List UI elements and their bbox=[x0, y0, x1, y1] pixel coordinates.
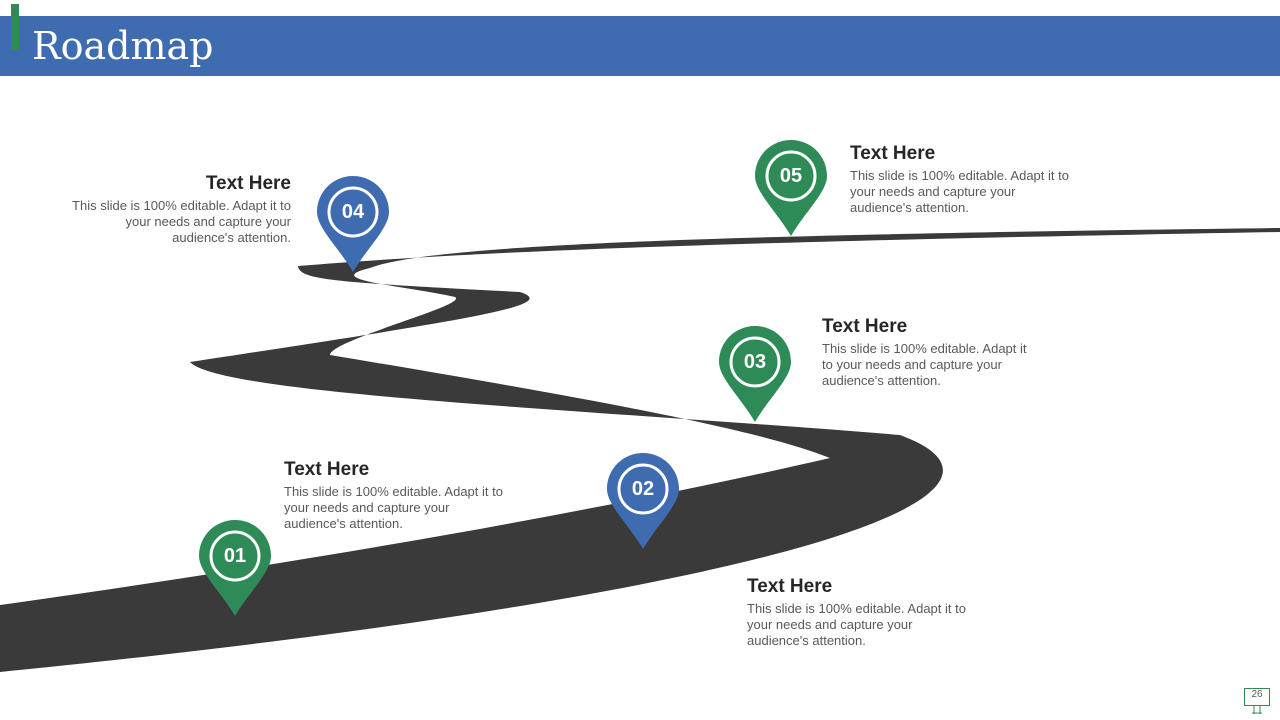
milestone-pin-04[interactable]: 04 bbox=[317, 176, 389, 272]
milestone-number: 02 bbox=[631, 478, 655, 500]
milestone-heading: Text Here bbox=[822, 316, 908, 337]
milestone-label-05: Text Here This slide is 100% editable. A… bbox=[850, 143, 1080, 216]
page-number: 26 bbox=[1251, 689, 1263, 700]
map-pin-icon bbox=[719, 326, 791, 422]
milestone-body: This slide is 100% editable. Adapt it to… bbox=[850, 168, 1069, 215]
milestone-heading: Text Here bbox=[850, 143, 936, 164]
milestone-number: 05 bbox=[779, 165, 803, 187]
milestone-label-04: Text Here This slide is 100% editable. A… bbox=[61, 173, 291, 246]
milestone-heading: Text Here bbox=[205, 173, 291, 194]
milestone-label-01: Text Here This slide is 100% editable. A… bbox=[284, 459, 514, 532]
presentation-board-icon bbox=[1244, 688, 1270, 706]
milestone-body: This slide is 100% editable. Adapt it to… bbox=[284, 484, 503, 531]
milestone-number: 01 bbox=[223, 545, 247, 567]
header-accent-bar bbox=[11, 4, 19, 50]
milestone-pin-01[interactable]: 01 bbox=[199, 520, 271, 616]
milestone-number: 04 bbox=[341, 201, 365, 223]
map-pin-icon bbox=[755, 140, 827, 236]
milestone-pin-05[interactable]: 05 bbox=[755, 140, 827, 236]
map-pin-icon bbox=[199, 520, 271, 616]
milestone-heading: Text Here bbox=[747, 576, 833, 597]
milestone-pin-02[interactable]: 02 bbox=[607, 453, 679, 549]
milestone-pin-03[interactable]: 03 bbox=[719, 326, 791, 422]
map-pin-icon bbox=[607, 453, 679, 549]
milestone-body: This slide is 100% editable. Adapt it to… bbox=[747, 601, 966, 648]
milestone-label-03: Text Here This slide is 100% editable. A… bbox=[822, 316, 1037, 389]
board-stand-icon bbox=[1252, 706, 1262, 714]
milestone-heading: Text Here bbox=[284, 459, 370, 480]
header-bar bbox=[0, 16, 1280, 76]
milestone-body: This slide is 100% editable. Adapt it to… bbox=[822, 341, 1027, 388]
map-pin-icon bbox=[317, 176, 389, 272]
milestone-label-02: Text Here This slide is 100% editable. A… bbox=[747, 576, 977, 649]
page-title: Roadmap bbox=[32, 24, 214, 68]
milestone-number: 03 bbox=[743, 351, 767, 373]
milestone-body: This slide is 100% editable. Adapt it to… bbox=[72, 198, 291, 245]
road-path bbox=[0, 228, 1280, 672]
